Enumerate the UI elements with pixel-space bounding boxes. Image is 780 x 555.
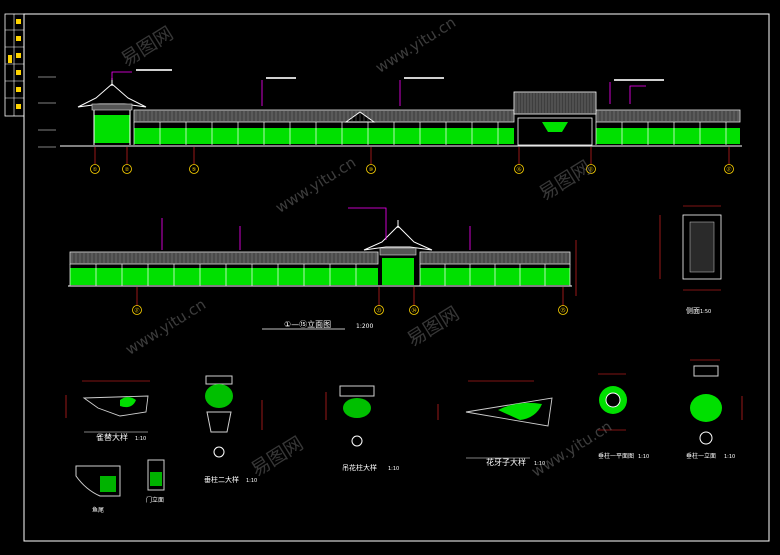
top-axis-lines — [94, 147, 730, 164]
axis-marker-top: ㉑ — [586, 164, 596, 174]
axis-marker-bottom: ㉝ — [374, 305, 384, 315]
detail-hanging-post — [205, 375, 263, 458]
top-leader-text — [136, 69, 664, 81]
detail-small-b — [147, 459, 165, 491]
axis-label: ㉞ — [411, 307, 416, 314]
gallery-column-ribs — [69, 93, 739, 286]
axis-label: ⑩ — [369, 167, 374, 173]
title-flying-rafter: 花牙子大样 — [486, 457, 526, 467]
sheet-frame — [23, 13, 770, 542]
gallery-roof-b — [595, 109, 741, 123]
detail-post-elevation — [690, 359, 743, 445]
detail-small-a — [75, 465, 121, 497]
axis-marker-bottom: ㉗ — [132, 305, 142, 315]
scale-eave-ornament: 1:10 — [135, 436, 146, 442]
side-view-label: 侧面 — [686, 306, 700, 315]
section-scale: 1:200 — [356, 323, 373, 330]
axis-label: ⑯ — [516, 166, 521, 173]
section-title: ①—⑮立面图 — [284, 319, 331, 329]
axis-label: ㉝ — [376, 307, 381, 314]
pavilion-center — [363, 220, 433, 285]
axis-markers-bottom: ㉗ ㉝ ㉞ ㉟ — [132, 305, 568, 315]
axis-marker-top: ⑤ — [189, 164, 199, 174]
side-view-scale: 1:50 — [700, 309, 711, 315]
detail-flying-rafter — [437, 380, 553, 459]
axis-label: ㉟ — [560, 307, 565, 314]
top-leaders — [111, 71, 646, 106]
title-eave-ornament: 雀替大样 — [96, 432, 128, 442]
axis-marker-top: ② — [122, 164, 132, 174]
axis-marker-bottom: ㉞ — [409, 305, 419, 315]
title-small-a: 鱼尾 — [92, 506, 104, 514]
axis-label: ㉑ — [588, 166, 593, 173]
title-small-b: 门立面 — [146, 496, 164, 504]
axis-markers-top: ① ② ⑤ ⑩ ⑯ ㉑ ㉗ — [90, 164, 734, 174]
top-elevation — [38, 69, 742, 164]
title-bracket: 吊花柱大样 — [342, 463, 377, 472]
title-post-plan: 垂柱一平面图 — [598, 452, 634, 460]
bottom-leaders — [161, 207, 471, 250]
axis-marker-top: ① — [90, 164, 100, 174]
axis-label: ㉗ — [134, 307, 139, 314]
bottom-green-a — [70, 268, 378, 285]
axis-marker-bottom: ㉟ — [558, 305, 568, 315]
axis-label: ⑤ — [192, 167, 196, 173]
gallery-green-a — [134, 128, 514, 144]
title-strip-rows — [5, 14, 24, 116]
scale-post-plan: 1:10 — [638, 454, 649, 460]
axis-label: ② — [125, 167, 130, 173]
scale-hanging-post: 1:10 — [246, 478, 257, 484]
title-post-elevation: 垂柱一立面 — [686, 452, 716, 460]
axis-marker-top: ㉗ — [724, 164, 734, 174]
axis-marker-top: ⑯ — [514, 164, 524, 174]
title-hanging-post: 垂柱二大样 — [204, 475, 239, 484]
gallery-green-b — [596, 128, 740, 144]
scale-post-elevation: 1:10 — [724, 454, 735, 460]
scale-bracket: 1:10 — [388, 466, 399, 472]
axis-label: ① — [93, 167, 98, 173]
scale-flying-rafter: 1:10 — [534, 461, 545, 467]
title-strip — [4, 13, 25, 117]
bottom-axis-lines — [136, 287, 564, 306]
pavilion-left — [77, 78, 147, 145]
side-view — [659, 205, 722, 291]
axis-marker-top: ⑩ — [366, 164, 376, 174]
detail-post-plan — [598, 373, 627, 431]
detail-eave-ornament — [65, 380, 150, 433]
axis-label: ㉗ — [726, 166, 731, 173]
detail-bracket — [325, 385, 375, 447]
level-marks-left — [38, 76, 56, 148]
bottom-roof-b — [419, 251, 571, 265]
title-strip-marks — [8, 19, 21, 109]
